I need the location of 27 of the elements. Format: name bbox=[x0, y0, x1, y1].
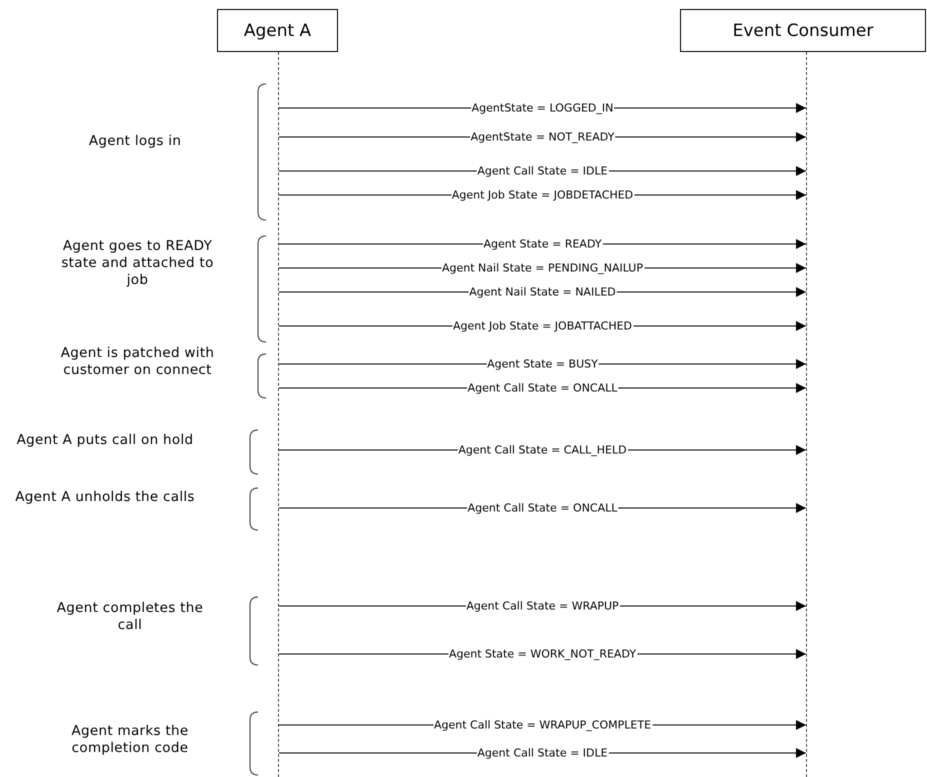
edge-label: Agent Nail State = PENDING_NAILUP bbox=[441, 262, 644, 274]
group-note: Agent goes to READY state and attached to job bbox=[60, 238, 215, 289]
group-note: Agent completes the call bbox=[56, 600, 204, 634]
edge-label: AgentState = LOGGED_IN bbox=[470, 102, 614, 114]
edge-label: Agent Call State = ONCALL bbox=[466, 502, 618, 514]
edge-label: Agent State = BUSY bbox=[486, 358, 599, 370]
edge-label: Agent Nail State = NAILED bbox=[468, 286, 617, 298]
edge-label: Agent Call State = IDLE bbox=[476, 164, 609, 178]
edge-label: Agent Job State = JOBDETACHED bbox=[450, 188, 634, 202]
edge-label: Agent Call State = IDLE bbox=[476, 746, 609, 760]
lifeline bbox=[278, 52, 279, 777]
lifeline bbox=[806, 52, 807, 777]
group-note: Agent is patched with customer on connect bbox=[60, 345, 216, 379]
edge-label: Agent Call State = WRAPUP bbox=[465, 600, 620, 612]
participant-box: Agent A bbox=[217, 9, 338, 52]
edge-label: Agent Job State = JOBATTACHED bbox=[452, 320, 634, 332]
group-note: Agent A puts call on hold bbox=[16, 432, 194, 449]
edge-label: Agent State = READY bbox=[482, 238, 603, 250]
participant-box: Event Consumer bbox=[680, 9, 926, 52]
group-note: Agent logs in bbox=[88, 133, 182, 150]
edge-label: Agent Call State = ONCALL bbox=[466, 382, 618, 394]
group-note: Agent marks the completion code bbox=[70, 723, 190, 757]
edge-label: Agent Call State = CALL_HELD bbox=[457, 444, 628, 456]
edge-label: Agent Call State = WRAPUP_COMPLETE bbox=[432, 718, 652, 732]
edge-label: AgentState = NOT_READY bbox=[470, 130, 616, 144]
group-note: Agent A unholds the calls bbox=[14, 489, 196, 506]
edge-label: Agent State = WORK_NOT_READY bbox=[448, 648, 638, 660]
